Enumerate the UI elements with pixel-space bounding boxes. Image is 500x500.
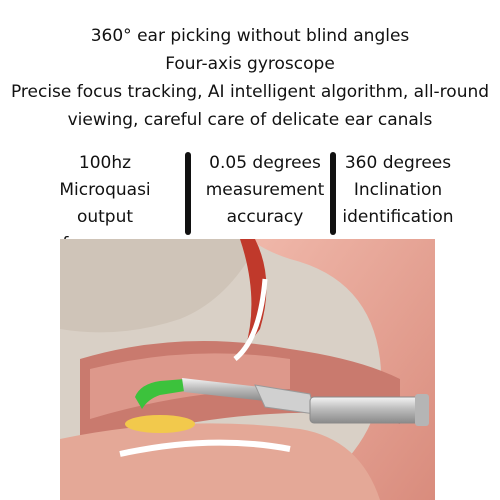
tool-tip-green xyxy=(135,379,185,409)
tool-cap xyxy=(415,394,429,426)
cartilage-yellow xyxy=(125,415,195,433)
feature-accuracy-label-2: accuracy xyxy=(226,207,304,227)
feature-inclination-label-1: Inclination xyxy=(353,180,443,200)
tool-neck xyxy=(182,378,265,401)
headline-line-3: Precise focus tracking, AI intelligent a… xyxy=(10,82,490,102)
feature-inclination: 360 degrees Inclination identification xyxy=(323,150,473,231)
feature-frequency-label-1: Microquasi output xyxy=(59,180,151,227)
bone-texture xyxy=(60,239,260,333)
lower-tissue xyxy=(60,423,380,500)
feature-accuracy-value: 0.05 degrees xyxy=(209,153,321,173)
feature-divider-1 xyxy=(185,152,191,235)
headline-line-4: viewing, careful care of delicate ear ca… xyxy=(67,110,433,130)
tool-body xyxy=(309,396,421,424)
ear-canal-illustration xyxy=(60,239,435,500)
headline-line-2: Four-axis gyroscope xyxy=(165,54,335,74)
feature-divider-2 xyxy=(330,152,336,235)
feature-row: 100hz Microquasi output frequency 0.05 d… xyxy=(0,150,500,254)
feature-accuracy: 0.05 degrees measurement accuracy xyxy=(190,150,340,231)
white-lining xyxy=(119,439,291,457)
headline-line-1: 360° ear picking without blind angles xyxy=(90,26,410,46)
feature-frequency-value: 100hz xyxy=(78,153,132,173)
feature-inclination-value: 360 degrees xyxy=(344,153,452,173)
white-lining-upper xyxy=(233,278,268,361)
feature-accuracy-label-1: measurement xyxy=(205,180,325,200)
feature-inclination-label-2: identification xyxy=(342,207,454,227)
outer-ear-skin xyxy=(250,239,435,500)
ear-illustration-svg xyxy=(60,239,435,500)
